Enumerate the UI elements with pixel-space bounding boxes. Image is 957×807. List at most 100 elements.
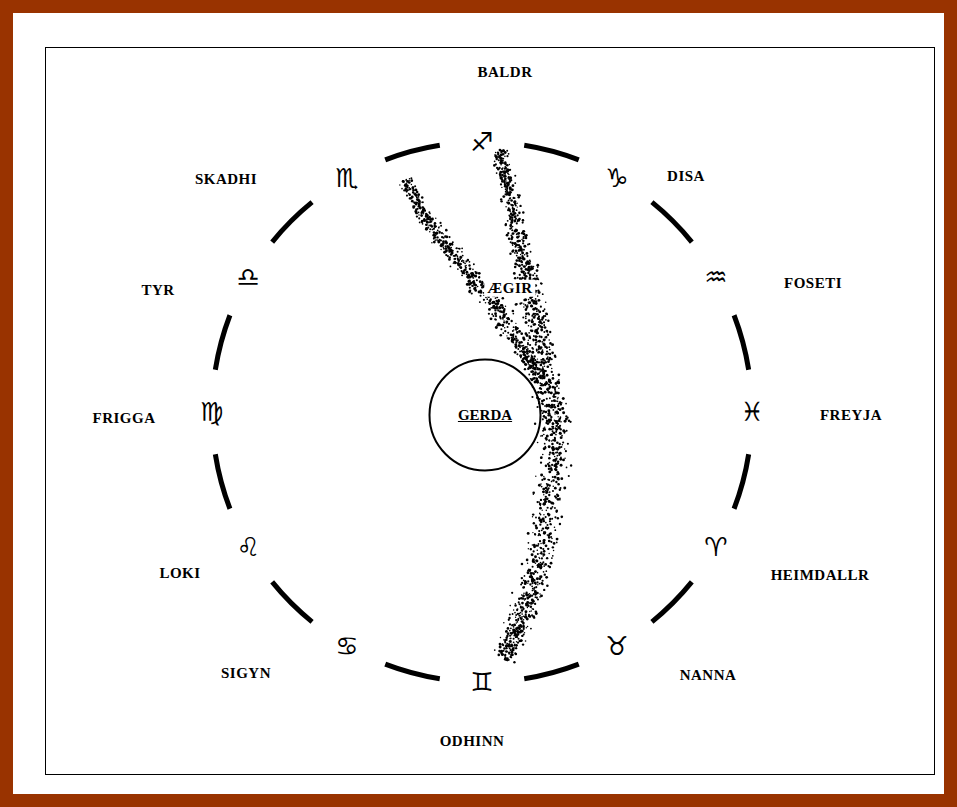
star-dot: [518, 344, 521, 347]
star-dot: [513, 609, 514, 610]
star-dot: [539, 507, 542, 510]
star-dot: [545, 381, 547, 383]
star-dot: [521, 563, 524, 566]
star-dot: [506, 234, 509, 237]
star-dot: [518, 249, 520, 251]
milky-way: [399, 149, 572, 664]
star-dot: [518, 249, 520, 251]
star-dot: [504, 657, 506, 659]
star-dot: [515, 627, 518, 630]
star-dot: [514, 612, 516, 614]
star-dot: [559, 432, 562, 435]
star-dot: [548, 384, 550, 386]
star-dot: [537, 266, 539, 268]
star-dot: [510, 235, 512, 237]
star-dot: [539, 321, 541, 323]
star-dot: [529, 615, 531, 617]
star-dot: [518, 345, 521, 348]
star-dot: [542, 310, 544, 312]
star-dot: [556, 380, 559, 383]
star-dot: [549, 364, 550, 365]
star-dot: [564, 420, 567, 423]
star-dot: [499, 645, 502, 648]
star-dot: [440, 225, 442, 227]
star-dot: [542, 418, 544, 420]
star-dot: [545, 544, 548, 547]
star-dot: [531, 319, 533, 321]
star-dot: [558, 379, 560, 381]
star-dot: [550, 501, 552, 503]
star-dot: [513, 220, 516, 223]
star-dot: [521, 602, 524, 605]
star-dot: [540, 514, 542, 516]
star-dot: [536, 275, 538, 277]
star-dot: [500, 154, 502, 156]
star-dot: [544, 531, 546, 533]
star-dot: [508, 200, 510, 202]
star-dot: [538, 340, 541, 343]
star-dot: [518, 235, 520, 237]
star-dot: [567, 443, 569, 445]
star-dot: [521, 577, 523, 579]
star-dot: [522, 349, 524, 351]
star-dot: [547, 409, 550, 412]
star-dot: [508, 215, 510, 217]
star-dot: [522, 211, 525, 214]
star-dot: [469, 283, 472, 286]
star-dot: [526, 602, 528, 604]
star-dot: [545, 516, 547, 518]
star-dot: [525, 235, 527, 237]
star-dot: [498, 167, 500, 169]
star-dot: [527, 272, 530, 275]
star-dot: [550, 507, 552, 509]
star-dot: [534, 570, 537, 573]
star-dot: [513, 326, 515, 328]
star-dot: [542, 555, 544, 557]
star-dot: [513, 197, 515, 199]
star-dot: [539, 524, 541, 526]
star-dot: [544, 443, 546, 445]
star-dot: [556, 386, 558, 388]
star-dot: [522, 317, 524, 319]
star-dot: [565, 403, 567, 405]
star-dot: [516, 609, 518, 611]
star-dot: [540, 462, 542, 464]
star-dot: [533, 365, 534, 366]
star-dot: [478, 276, 480, 278]
star-dot: [525, 615, 527, 617]
star-dot: [540, 594, 543, 597]
star-dot: [506, 182, 509, 185]
star-dot: [520, 341, 523, 344]
star-dot: [422, 201, 424, 203]
star-dot: [552, 452, 555, 455]
star-dot: [515, 250, 517, 252]
star-dot: [535, 560, 538, 563]
star-dot: [523, 608, 525, 610]
star-dot: [510, 238, 513, 241]
star-dot: [505, 630, 508, 633]
star-dot: [558, 427, 560, 429]
star-dot: [535, 344, 537, 346]
star-dot: [440, 249, 441, 250]
star-dot: [543, 325, 545, 327]
star-dot: [537, 391, 540, 394]
star-dot: [513, 333, 514, 334]
star-dot: [555, 466, 558, 469]
star-dot: [534, 273, 536, 275]
star-dot: [552, 423, 555, 426]
star-dot: [509, 640, 512, 643]
star-dot: [451, 244, 453, 246]
star-dot: [534, 587, 536, 589]
star-dot: [531, 396, 533, 398]
star-dot: [480, 295, 482, 297]
star-dot: [554, 463, 556, 465]
star-dot: [545, 439, 547, 441]
star-dot: [530, 325, 532, 327]
star-dot: [550, 419, 552, 421]
star-dot: [527, 361, 529, 363]
star-dot: [499, 167, 501, 169]
star-dot: [510, 213, 512, 215]
star-dot: [530, 605, 533, 608]
star-dot: [478, 276, 480, 278]
star-dot: [540, 552, 542, 554]
